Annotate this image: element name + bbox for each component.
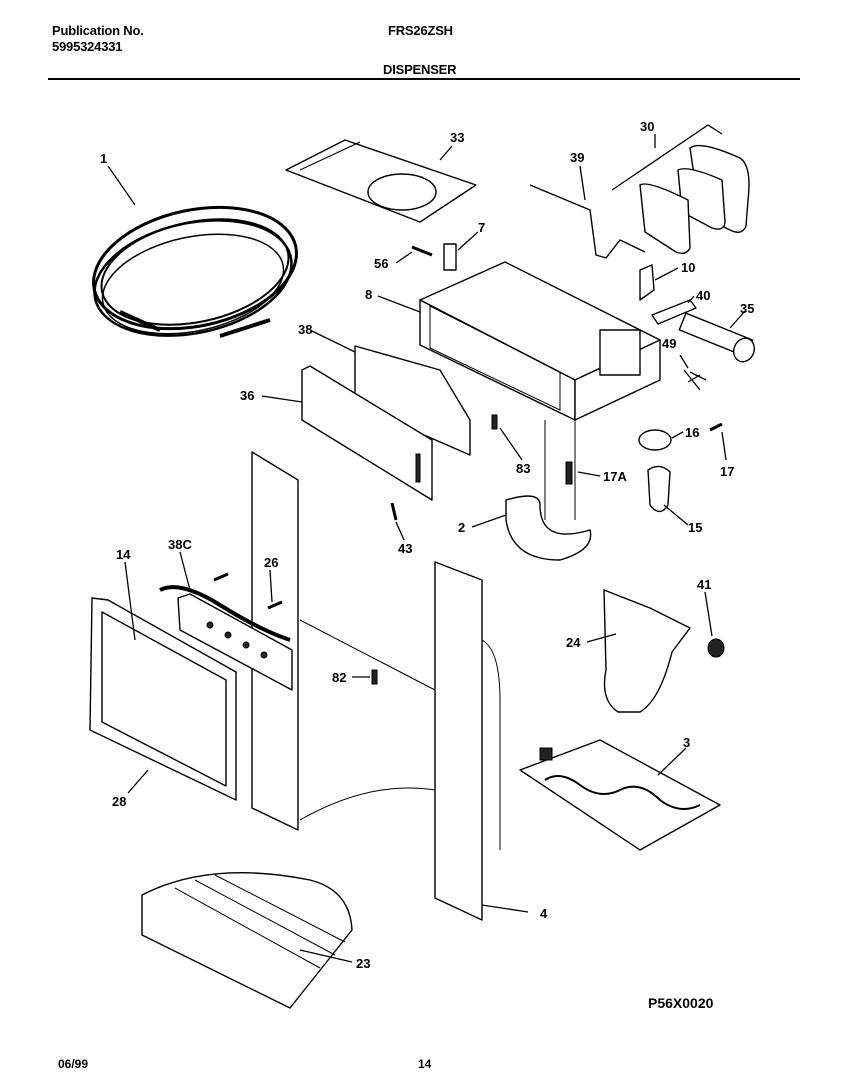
part-solenoid-35 (678, 312, 756, 363)
callout-15: 15 (688, 520, 702, 535)
callout-14: 14 (116, 547, 131, 562)
part-switch-10 (639, 264, 655, 301)
callout-3: 3 (683, 735, 690, 750)
part-screw-26 (267, 600, 283, 610)
callout-38: 38 (298, 322, 312, 337)
callout-10: 10 (681, 260, 695, 275)
callout-8: 8 (365, 287, 372, 302)
part-screw-56 (411, 245, 433, 257)
callout-83: 83 (516, 461, 530, 476)
callout-40: 40 (696, 288, 710, 303)
callout-39: 39 (570, 150, 584, 165)
part-tubing-coil (92, 205, 298, 338)
callout-36: 36 (240, 388, 254, 403)
part-lever-40 (651, 299, 697, 325)
part-main-housing (419, 261, 661, 421)
drawing-code: P56X0020 (648, 995, 714, 1011)
callout-2: 2 (458, 520, 465, 535)
part-screw-17 (709, 422, 723, 432)
callout-1: 1 (100, 151, 107, 166)
part-door-frame (89, 597, 237, 801)
part-screw-82 (371, 669, 378, 685)
model-number: FRS26ZSH (388, 23, 453, 38)
publication-label: Publication No. (52, 23, 144, 38)
part-control-board (301, 365, 433, 501)
callout-38c: 38C (168, 537, 192, 552)
leader-lines (107, 134, 747, 963)
footer-page-number: 14 (418, 1057, 432, 1071)
part-actuator-arm (603, 589, 691, 713)
part-socket-16 (638, 429, 672, 451)
part-screw-17a (565, 461, 573, 485)
part-shroud (505, 495, 592, 561)
callout-23: 23 (356, 956, 370, 971)
callout-82: 82 (332, 670, 346, 685)
part-bracket (529, 184, 646, 259)
publication-number: 5995324331 (52, 39, 123, 54)
footer-date: 06/99 (58, 1057, 89, 1071)
callout-33: 33 (450, 130, 464, 145)
callout-35: 35 (740, 301, 754, 316)
callout-30: 30 (640, 119, 654, 134)
callout-56: 56 (374, 256, 388, 271)
callout-7: 7 (478, 220, 485, 235)
part-spring-49 (683, 369, 707, 391)
section-title: DISPENSER (383, 62, 457, 77)
callout-4: 4 (540, 906, 548, 921)
part-screw-43 (390, 502, 398, 521)
callout-24: 24 (566, 635, 581, 650)
callout-49: 49 (662, 336, 676, 351)
part-clip (443, 243, 457, 271)
callout-26: 26 (264, 555, 278, 570)
part-dispenser-cover (611, 124, 750, 255)
part-top-plate (285, 139, 477, 223)
part-wiring-harness (159, 585, 293, 691)
callout-17a: 17A (603, 469, 627, 484)
part-bulb-15 (647, 465, 671, 513)
callout-28: 28 (112, 794, 126, 809)
callout-17: 17 (720, 464, 734, 479)
callout-43: 43 (398, 541, 412, 556)
part-screw-83 (491, 414, 498, 430)
callout-16: 16 (685, 425, 699, 440)
part-heater (519, 739, 721, 851)
part-right-panel (434, 561, 483, 921)
part-spring-41 (707, 638, 725, 658)
part-drip-tray (141, 872, 353, 1009)
callout-41: 41 (697, 577, 711, 592)
header-rule (48, 78, 800, 80)
